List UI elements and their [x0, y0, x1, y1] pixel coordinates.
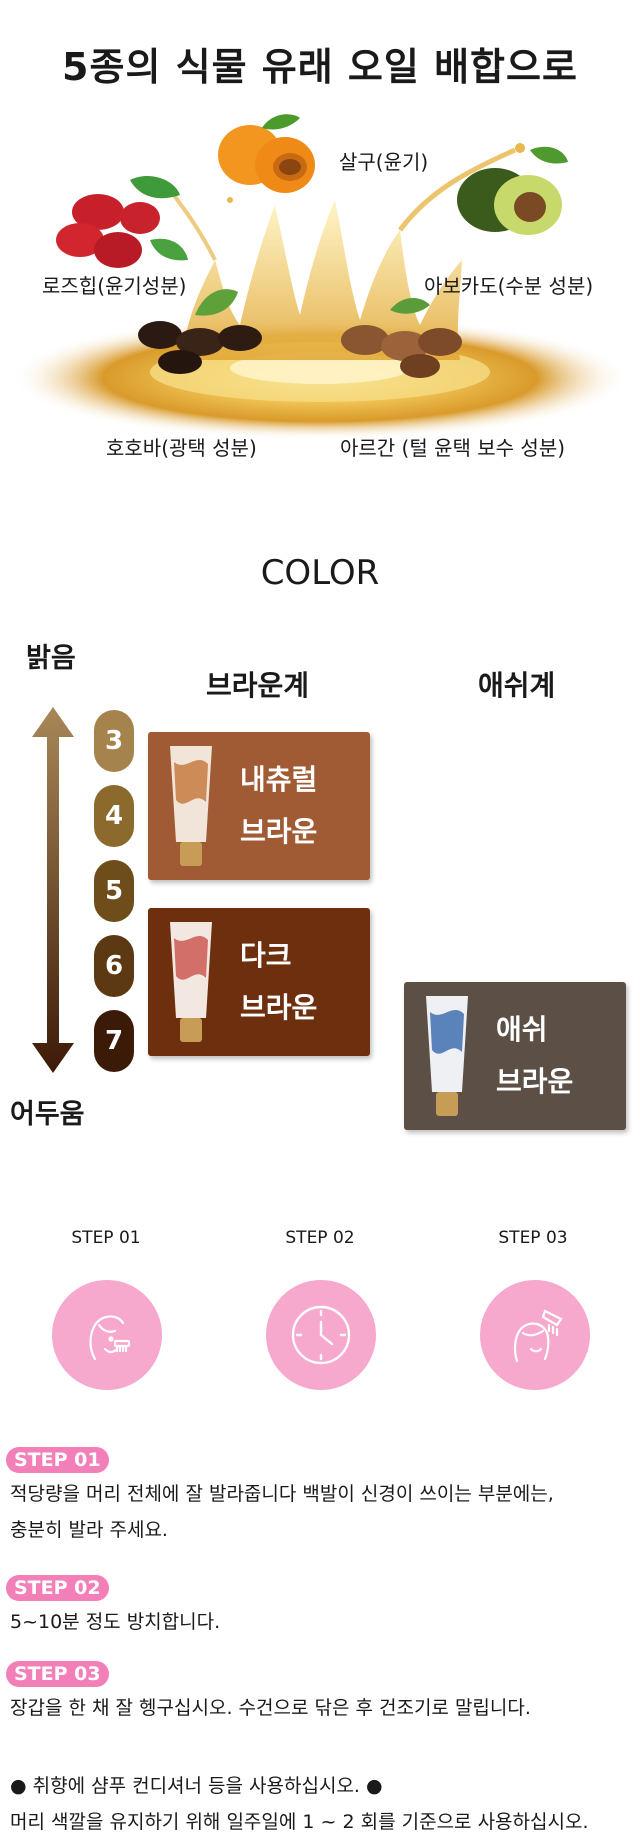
- product-tube-icon: [170, 922, 212, 1042]
- level-4: 4: [94, 785, 134, 847]
- instruction-badge-3: STEP 03: [6, 1661, 109, 1687]
- level-7: 7: [94, 1010, 134, 1072]
- product-card-dark-brown[interactable]: 다크 브라운: [148, 908, 370, 1056]
- step-1-circle: [52, 1280, 162, 1390]
- step-2-circle: [266, 1280, 376, 1390]
- avocado-illustration: [457, 146, 568, 235]
- oil-label-argan: 아르간 (털 윤택 보수 성분): [340, 436, 566, 460]
- oil-label-apricot: 살구(윤기): [339, 150, 429, 174]
- ash-group-heading: 애쉬계: [478, 669, 556, 702]
- product-name-line2: 브라운: [240, 991, 318, 1024]
- instruction-line: 충분히 발라 주세요.: [10, 1519, 168, 1541]
- argan-illustration: [341, 298, 462, 378]
- product-name-line2: 브라운: [496, 1065, 574, 1098]
- clock-icon: [291, 1305, 351, 1365]
- oil-label-avocado: 아보카도(수분 성분): [424, 274, 594, 298]
- brightness-light-label: 밝음: [26, 643, 76, 674]
- product-tube-icon: [426, 996, 468, 1116]
- product-name-line2: 브라운: [240, 815, 318, 848]
- usage-notes: ● 취향에 샴푸 컨디셔너 등을 사용하십시오. ● 머리 색깔을 유지하기 위…: [10, 1768, 638, 1839]
- rosehip-illustration: [56, 175, 188, 268]
- jojoba-illustration: [138, 289, 262, 374]
- oil-splash-illustration: [10, 114, 630, 440]
- instruction-badge-2: STEP 02: [6, 1575, 109, 1601]
- instruction-text-3: 장갑을 한 채 잘 헹구십시오. 수건으로 닦은 후 건조기로 말립니다.: [10, 1690, 638, 1726]
- step-label-1: STEP 01: [71, 1228, 141, 1248]
- instruction-text-2: 5~10분 정도 방치합니다.: [10, 1604, 638, 1640]
- color-title: COLOR: [260, 553, 380, 593]
- rinse-hair-icon: [513, 1309, 563, 1363]
- oil-crown: [180, 200, 462, 360]
- oils-title: 5종의 식물 유래 오일 배합으로: [62, 45, 578, 89]
- brightness-arrow-icon: [32, 707, 74, 1073]
- brightness-dark-label: 어두움: [10, 1099, 85, 1130]
- level-6: 6: [94, 935, 134, 997]
- step-label-3: STEP 03: [498, 1228, 568, 1248]
- level-3: 3: [94, 710, 134, 772]
- apricot-illustration: [218, 114, 315, 193]
- oil-label-jojoba: 호호바(광택 성분): [106, 436, 257, 460]
- step-3-circle: [480, 1280, 590, 1390]
- product-card-ash-brown[interactable]: 애쉬 브라운: [404, 982, 626, 1130]
- step-label-2: STEP 02: [285, 1228, 355, 1248]
- instruction-badge-1: STEP 01: [6, 1447, 109, 1473]
- product-name-line1: 애쉬: [496, 1013, 548, 1046]
- level-5: 5: [94, 860, 134, 922]
- instruction-text-1: 적당량을 머리 전체에 잘 발라줍니다 백발이 신경이 쓰이는 부분에는, 충분…: [10, 1476, 638, 1548]
- oil-label-rosehip: 로즈힙(윤기성분): [42, 274, 187, 298]
- product-name-line1: 내츄럴: [240, 763, 318, 796]
- product-tube-icon: [170, 746, 212, 866]
- brown-group-heading: 브라운계: [206, 669, 310, 702]
- instruction-line: 5~10분 정도 방치합니다.: [10, 1611, 221, 1633]
- instruction-line: 장갑을 한 채 잘 헹구십시오. 수건으로 닦은 후 건조기로 말립니다.: [10, 1697, 531, 1719]
- usage-note: 머리 색깔을 유지하기 위해 일주일에 1 ~ 2 회를 기준으로 사용하십시오…: [10, 1811, 589, 1833]
- usage-note: ● 취향에 샴푸 컨디셔너 등을 사용하십시오. ●: [10, 1775, 383, 1797]
- comb-hair-icon: [89, 1315, 131, 1361]
- product-name-line1: 다크: [240, 939, 292, 972]
- product-card-natural-brown[interactable]: 내츄럴 브라운: [148, 732, 370, 880]
- instruction-line: 적당량을 머리 전체에 잘 발라줍니다 백발이 신경이 쓰이는 부분에는,: [10, 1483, 554, 1505]
